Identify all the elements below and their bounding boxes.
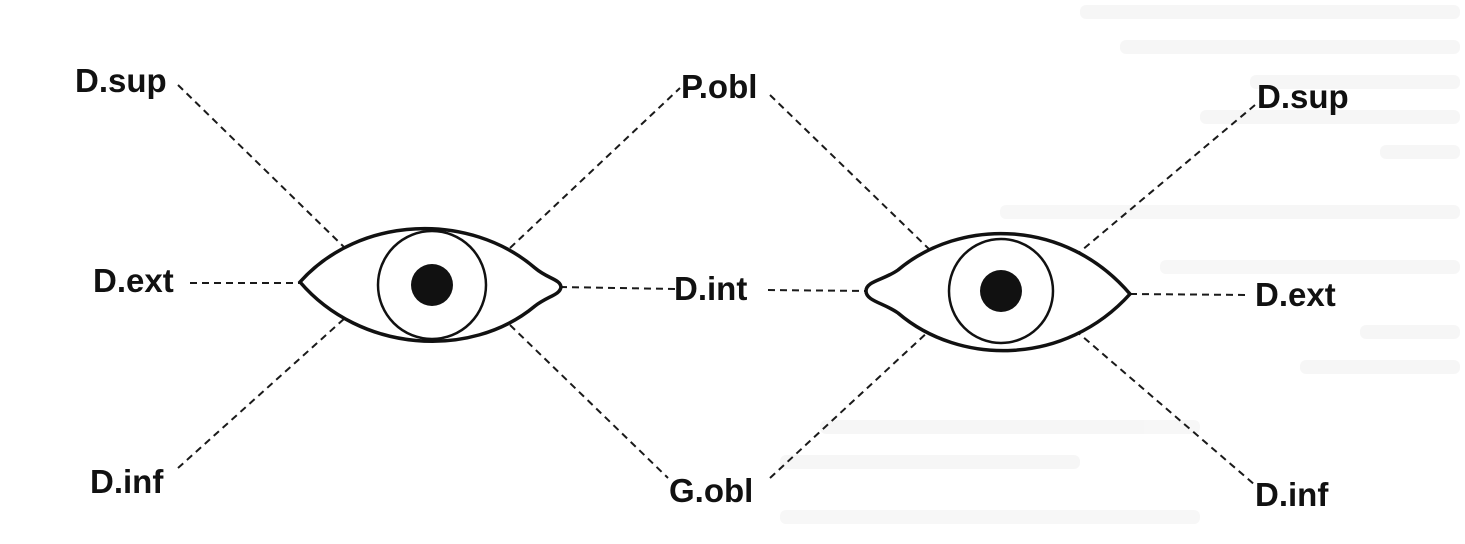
label-right-d-sup: D.sup <box>1257 78 1349 115</box>
label-right-d-ext: D.ext <box>1255 276 1336 313</box>
line-right-d-inf <box>1074 329 1256 486</box>
label-left-d-sup: D.sup <box>75 62 167 99</box>
line-left-p-obl <box>509 87 681 249</box>
right-pupil <box>980 270 1022 312</box>
line-left-d-int <box>559 286 676 290</box>
line-right-d-ext <box>1129 293 1251 296</box>
line-right-g-obl <box>769 329 931 479</box>
line-right-d-sup <box>1074 104 1256 257</box>
muscle-labels: D.sup D.ext D.inf P.obl D.int G.obl D.su… <box>75 62 1349 513</box>
left-iris <box>376 229 488 341</box>
left-eye <box>297 226 563 343</box>
line-left-d-sup <box>177 84 346 249</box>
bleed-through-texture <box>780 5 1460 524</box>
label-left-d-ext: D.ext <box>93 262 174 299</box>
line-left-g-obl <box>509 324 669 479</box>
line-left-d-inf <box>177 317 346 469</box>
line-right-d-int <box>767 289 867 292</box>
label-right-d-inf: D.inf <box>1255 476 1329 513</box>
label-d-int: D.int <box>674 270 747 307</box>
left-pupil <box>411 264 453 306</box>
right-eye <box>864 231 1133 353</box>
label-g-obl: G.obl <box>669 472 753 509</box>
label-p-obl: P.obl <box>681 68 757 105</box>
label-left-d-inf: D.inf <box>90 463 164 500</box>
muscle-lines <box>177 84 1256 486</box>
line-right-p-obl <box>769 94 931 251</box>
right-iris <box>947 237 1055 345</box>
